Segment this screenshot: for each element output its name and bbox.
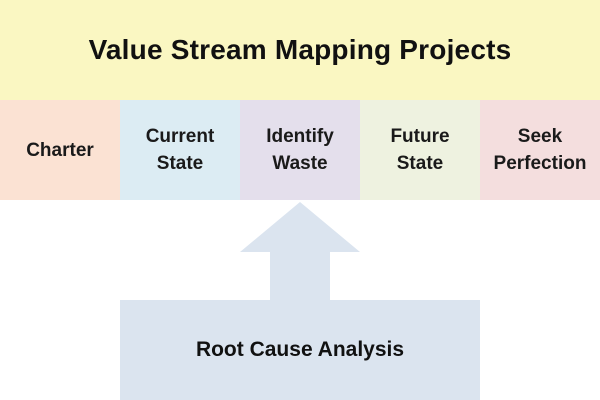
step-future-state: Future State: [360, 100, 480, 200]
step-seek-perfection: Seek Perfection: [480, 100, 600, 200]
step-current-state: Current State: [120, 100, 240, 200]
steps-row: Charter Current State Identify Waste Fut…: [0, 100, 600, 200]
step-charter: Charter: [0, 100, 120, 200]
step-identify-waste: Identify Waste: [240, 100, 360, 200]
root-cause-label: Root Cause Analysis: [195, 338, 405, 361]
title-band: Value Stream Mapping Projects: [0, 0, 600, 100]
diagram-title: Value Stream Mapping Projects: [88, 34, 512, 65]
